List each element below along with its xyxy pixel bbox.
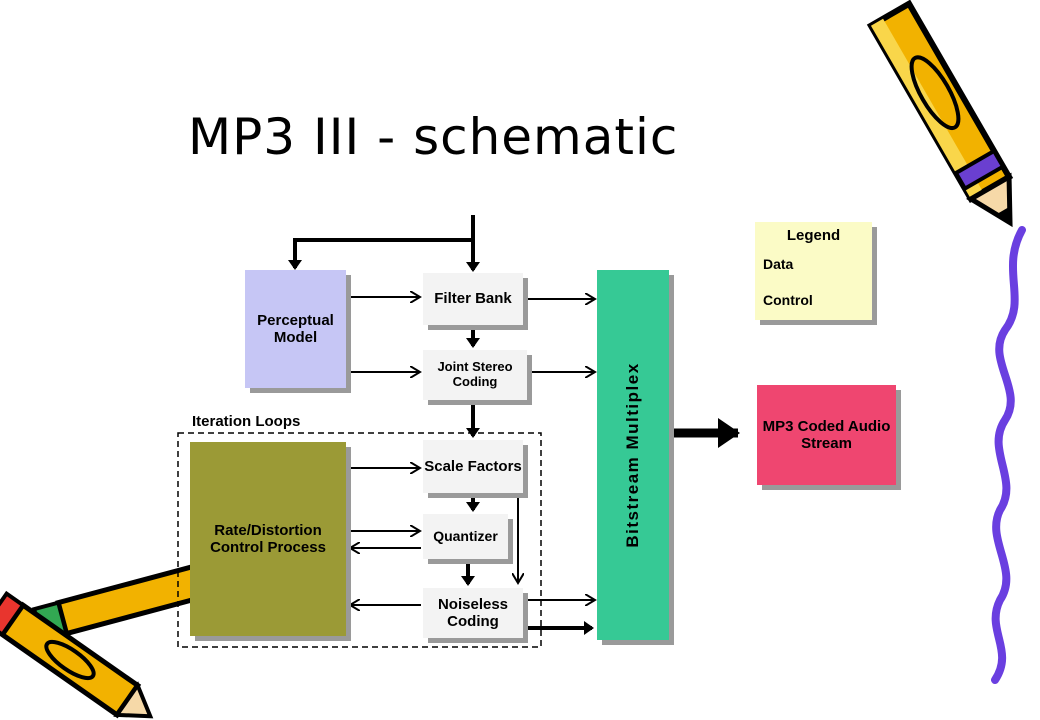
legend-control-label: Control (763, 292, 813, 308)
legend: Legend Data Control (755, 222, 872, 320)
pencil-icon (866, 0, 1014, 228)
legend-title: Legend (786, 227, 841, 244)
joint-stereo-block: Joint Stereo Coding (423, 350, 527, 400)
iteration-loops-frame (177, 432, 542, 648)
squiggle-border (991, 226, 1026, 684)
bitstream-multiplex-label: Bitstream Multiplex (623, 362, 643, 548)
noiseless-coding-block: Noiseless Coding (423, 588, 523, 638)
pencil-icon (0, 590, 154, 719)
perceptual-model-block: Perceptual Model (245, 270, 346, 388)
slide-title: MP3 III - schematic (188, 108, 679, 166)
scale-factors-block: Scale Factors (423, 440, 523, 493)
mp3-output-block: MP3 Coded Audio Stream (757, 385, 896, 485)
iteration-loops-label: Iteration Loops (192, 413, 301, 430)
filter-bank-block: Filter Bank (423, 273, 523, 325)
rate-distortion-block: Rate/Distortion Control Process (190, 442, 346, 636)
bitstream-multiplex-block: Bitstream Multiplex (597, 270, 669, 640)
input-to-perceptual-arrow (288, 238, 473, 270)
quantizer-block: Quantizer (423, 514, 508, 559)
legend-data-label: Data (763, 256, 794, 272)
